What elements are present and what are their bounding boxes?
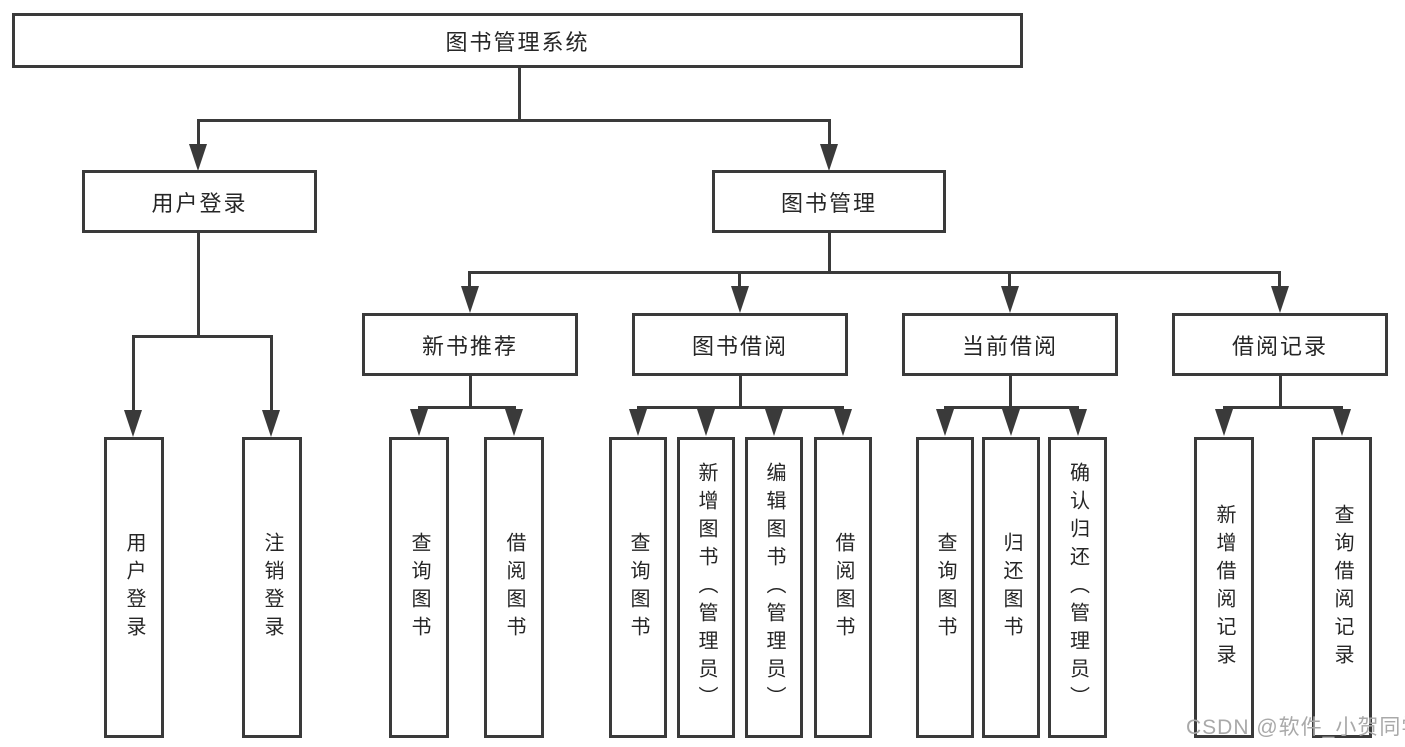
arrow-down-icon bbox=[1215, 409, 1233, 436]
leaf-label: 归还图书 bbox=[1000, 531, 1022, 644]
leaf-borrow-books-recommend: 借阅图书 bbox=[484, 437, 544, 738]
connector-line bbox=[1008, 271, 1011, 287]
arrow-down-icon bbox=[124, 410, 142, 437]
arrow-down-icon bbox=[629, 409, 647, 436]
arrow-down-icon bbox=[461, 286, 479, 313]
leaf-add-books-admin: 新增图书（管理员） bbox=[677, 437, 735, 738]
leaf-user-login: 用户登录 bbox=[104, 437, 164, 738]
connector-line bbox=[1279, 376, 1282, 407]
connector-line bbox=[469, 376, 472, 407]
connector-line bbox=[132, 335, 135, 411]
connector-line bbox=[197, 119, 831, 122]
arrow-down-icon bbox=[1001, 286, 1019, 313]
connector-line bbox=[1009, 376, 1012, 407]
leaf-borrow-books: 借阅图书 bbox=[814, 437, 872, 738]
connector-line bbox=[739, 376, 742, 407]
arrow-down-icon bbox=[765, 409, 783, 436]
node-current-borrow: 当前借阅 bbox=[902, 313, 1118, 376]
leaf-query-books-current: 查询图书 bbox=[916, 437, 974, 738]
connector-line bbox=[828, 233, 831, 273]
connector-line bbox=[468, 271, 471, 287]
leaf-query-books-borrow: 查询图书 bbox=[609, 437, 667, 738]
connector-line bbox=[518, 68, 521, 119]
leaf-edit-books-admin: 编辑图书（管理员） bbox=[745, 437, 803, 738]
leaf-label: 确认归还（管理员） bbox=[1066, 461, 1089, 714]
connector-line bbox=[828, 119, 831, 144]
leaf-confirm-return-admin: 确认归还（管理员） bbox=[1048, 437, 1107, 738]
leaf-label: 查询图书 bbox=[934, 531, 956, 644]
node-user-login: 用户登录 bbox=[82, 170, 317, 233]
root-node-library-system: 图书管理系统 bbox=[12, 13, 1023, 68]
arrow-down-icon bbox=[731, 286, 749, 313]
arrow-down-icon bbox=[410, 409, 428, 436]
connector-line bbox=[197, 119, 200, 144]
arrow-down-icon bbox=[936, 409, 954, 436]
leaf-label: 新增图书（管理员） bbox=[695, 461, 717, 714]
arrow-down-icon bbox=[697, 409, 715, 436]
connector-line bbox=[270, 335, 273, 411]
leaf-label: 查询图书 bbox=[408, 531, 430, 644]
connector-line bbox=[1278, 271, 1281, 287]
node-book-management: 图书管理 bbox=[712, 170, 946, 233]
connector-line bbox=[1223, 406, 1343, 409]
connector-line bbox=[468, 271, 1281, 274]
leaf-return-books: 归还图书 bbox=[982, 437, 1040, 738]
arrow-down-icon bbox=[1333, 409, 1351, 436]
leaf-label: 用户登录 bbox=[123, 531, 145, 644]
leaf-add-borrow-record: 新增借阅记录 bbox=[1194, 437, 1254, 738]
connector-line bbox=[637, 406, 844, 409]
arrow-down-icon bbox=[820, 144, 838, 171]
watermark: CSDN @软件_小贺同学 bbox=[1186, 716, 1405, 739]
leaf-query-books-recommend: 查询图书 bbox=[389, 437, 449, 738]
leaf-label: 借阅图书 bbox=[503, 531, 525, 644]
leaf-label: 查询图书 bbox=[627, 531, 649, 644]
arrow-down-icon bbox=[262, 410, 280, 437]
connector-line bbox=[197, 233, 200, 336]
leaf-label: 编辑图书（管理员） bbox=[763, 461, 785, 714]
connector-line bbox=[944, 406, 1079, 409]
leaf-label: 借阅图书 bbox=[832, 531, 854, 644]
arrow-down-icon bbox=[1069, 409, 1087, 436]
leaf-label: 注销登录 bbox=[261, 531, 283, 644]
leaf-label: 新增借阅记录 bbox=[1213, 503, 1235, 672]
node-book-borrow: 图书借阅 bbox=[632, 313, 848, 376]
connector-line bbox=[418, 406, 516, 409]
leaf-query-borrow-record: 查询借阅记录 bbox=[1312, 437, 1372, 738]
connector-line bbox=[132, 335, 273, 338]
connector-line bbox=[738, 271, 741, 287]
arrow-down-icon bbox=[834, 409, 852, 436]
node-new-book-recommend: 新书推荐 bbox=[362, 313, 578, 376]
node-borrow-records: 借阅记录 bbox=[1172, 313, 1388, 376]
leaf-label: 查询借阅记录 bbox=[1331, 503, 1353, 672]
arrow-down-icon bbox=[505, 409, 523, 436]
arrow-down-icon bbox=[189, 144, 207, 171]
arrow-down-icon bbox=[1002, 409, 1020, 436]
arrow-down-icon bbox=[1271, 286, 1289, 313]
leaf-logout-login: 注销登录 bbox=[242, 437, 302, 738]
